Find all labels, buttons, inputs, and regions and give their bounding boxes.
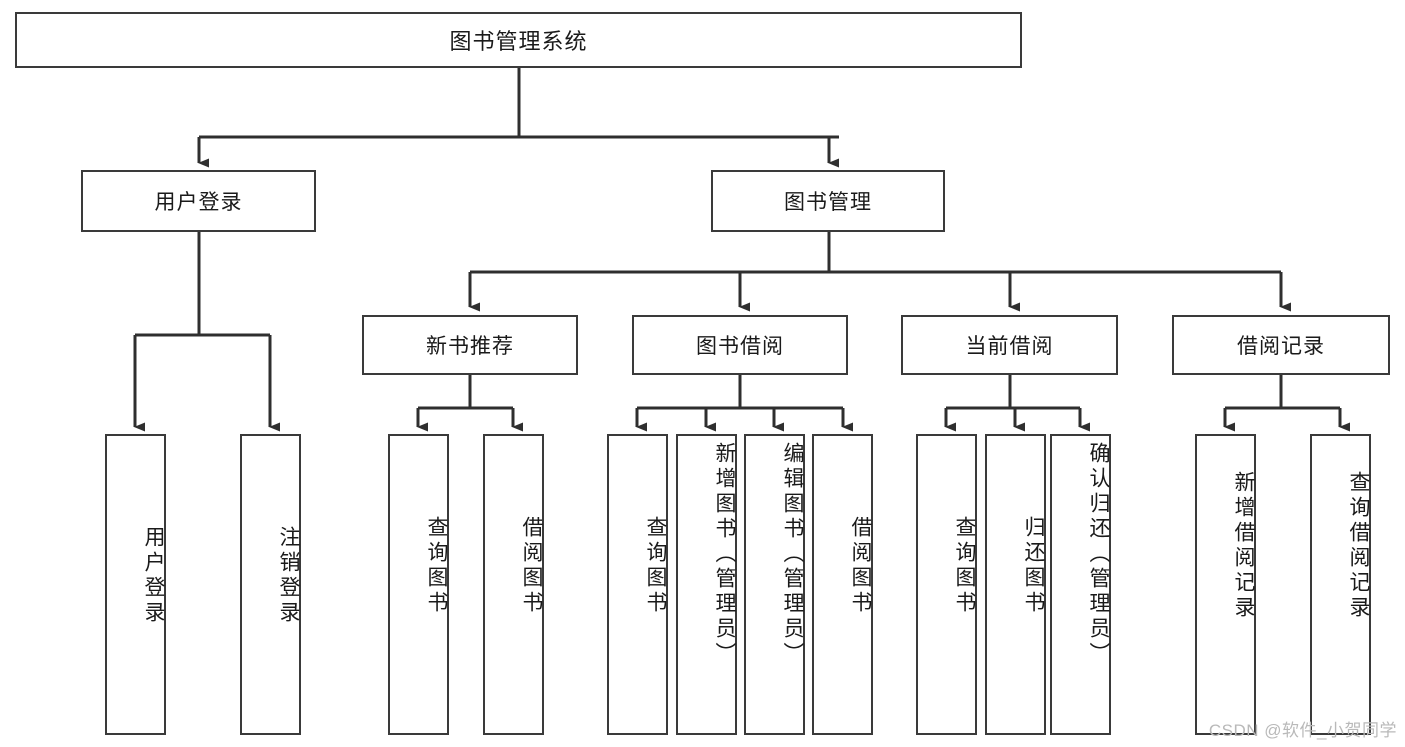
node-leaf-edit-book[interactable]: 编辑图书（管理员） xyxy=(744,434,805,735)
node-leaf-add-book-label: 新增图书（管理员） xyxy=(713,442,736,667)
node-leaf-query-book-3-label: 查询图书 xyxy=(953,516,976,616)
node-leaf-logout-login[interactable]: 注销登录 xyxy=(240,434,301,735)
node-leaf-borrow-book-2-label: 借阅图书 xyxy=(849,516,872,616)
node-leaf-query-record-label: 查询借阅记录 xyxy=(1347,471,1370,621)
node-root-label: 图书管理系统 xyxy=(449,29,588,54)
node-root[interactable]: 图书管理系统 xyxy=(15,12,1022,68)
node-leaf-borrow-book-1-label: 借阅图书 xyxy=(520,516,543,616)
node-leaf-query-book-1-label: 查询图书 xyxy=(425,516,448,616)
node-leaf-confirm-return[interactable]: 确认归还（管理员） xyxy=(1050,434,1111,735)
node-leaf-borrow-book-1[interactable]: 借阅图书 xyxy=(483,434,544,735)
node-new-book-recommend-label: 新书推荐 xyxy=(426,335,514,358)
node-leaf-edit-book-label: 编辑图书（管理员） xyxy=(781,442,804,667)
node-leaf-return-book-label: 归还图书 xyxy=(1022,516,1045,616)
node-leaf-query-book-1[interactable]: 查询图书 xyxy=(388,434,449,735)
node-borrow-record[interactable]: 借阅记录 xyxy=(1172,315,1390,375)
node-user-login-label: 用户登录 xyxy=(154,191,243,214)
node-book-borrow[interactable]: 图书借阅 xyxy=(632,315,848,375)
node-leaf-add-book[interactable]: 新增图书（管理员） xyxy=(676,434,737,735)
node-leaf-user-login-label: 用户登录 xyxy=(142,526,165,626)
node-user-login[interactable]: 用户登录 xyxy=(81,170,316,232)
node-leaf-query-book-2[interactable]: 查询图书 xyxy=(607,434,668,735)
node-borrow-record-label: 借阅记录 xyxy=(1237,335,1325,358)
node-leaf-borrow-book-2[interactable]: 借阅图书 xyxy=(812,434,873,735)
watermark: CSDN @软件_小贺同学 xyxy=(1208,721,1397,740)
node-leaf-user-login[interactable]: 用户登录 xyxy=(105,434,166,735)
node-new-book-recommend[interactable]: 新书推荐 xyxy=(362,315,578,375)
node-leaf-query-book-2-label: 查询图书 xyxy=(644,516,667,616)
node-book-borrow-label: 图书借阅 xyxy=(696,335,784,358)
node-leaf-logout-login-label: 注销登录 xyxy=(277,526,300,626)
node-book-manage-label: 图书管理 xyxy=(784,191,872,214)
node-leaf-query-book-3[interactable]: 查询图书 xyxy=(916,434,977,735)
node-current-borrow-label: 当前借阅 xyxy=(965,335,1054,358)
node-current-borrow[interactable]: 当前借阅 xyxy=(901,315,1118,375)
node-leaf-return-book[interactable]: 归还图书 xyxy=(985,434,1046,735)
node-leaf-confirm-return-label: 确认归还（管理员） xyxy=(1087,442,1110,667)
node-leaf-query-record[interactable]: 查询借阅记录 xyxy=(1310,434,1371,735)
node-book-manage[interactable]: 图书管理 xyxy=(711,170,945,232)
node-leaf-add-record-label: 新增借阅记录 xyxy=(1232,471,1255,621)
node-leaf-add-record[interactable]: 新增借阅记录 xyxy=(1195,434,1256,735)
